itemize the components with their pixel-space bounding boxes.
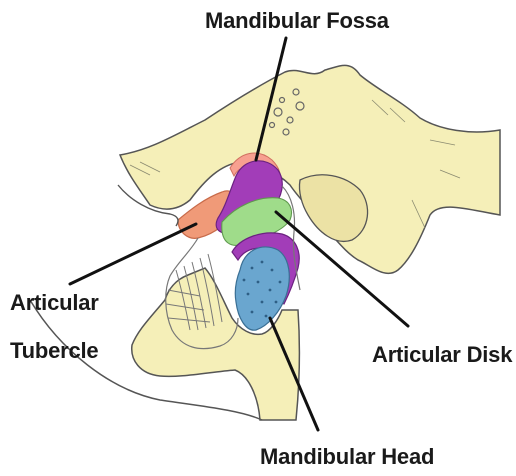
label-articular-tubercle-line2: Tubercle bbox=[10, 338, 98, 364]
label-articular-tubercle-line1: Articular bbox=[10, 290, 99, 316]
label-mandibular-fossa: Mandibular Fossa bbox=[205, 8, 389, 34]
label-articular-disk: Articular Disk bbox=[372, 342, 512, 368]
label-mandibular-head: Mandibular Head bbox=[260, 444, 434, 470]
